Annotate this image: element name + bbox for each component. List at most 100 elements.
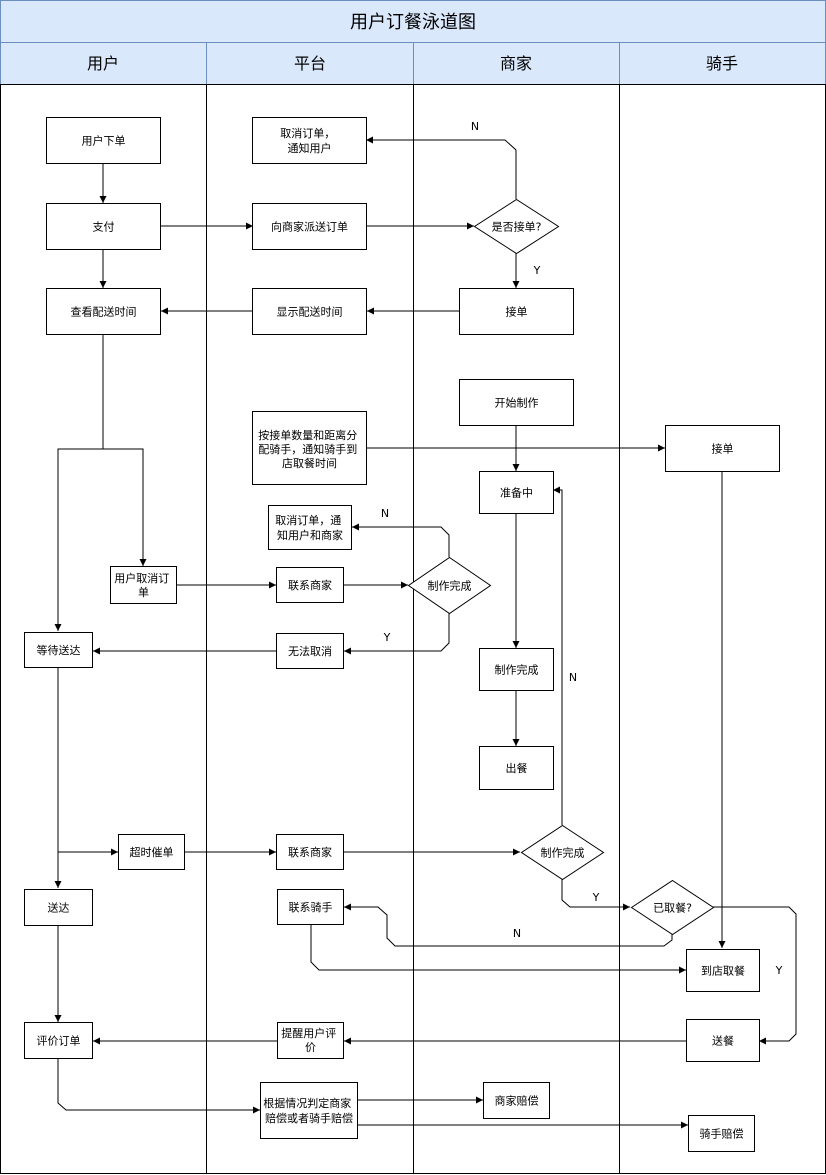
node-label: 知用户和商家 (277, 528, 343, 542)
node-label: 送达 (48, 901, 70, 915)
node-deliver-meal: 送餐 (686, 1019, 760, 1062)
node-label: 评价订单 (37, 1035, 81, 1048)
decision-picked-up: 已取餐? (630, 879, 715, 936)
node-label: 开始制作 (495, 396, 539, 410)
node-user-order: 用户下单 (46, 117, 161, 164)
decision-made-complete: 制作完成 (407, 556, 492, 615)
node-user-cancel: 用户取消订 单 (110, 566, 177, 604)
svg-text:查看配送时间: 查看配送时间 (71, 305, 137, 319)
svg-text:送餐: 送餐 (712, 1034, 734, 1048)
node-label: 到店取餐 (701, 964, 745, 978)
svg-text:向商家派送订单: 向商家派送订单 (271, 220, 348, 234)
node-rider-accept: 接单 (665, 425, 780, 472)
node-remind-review: 提醒用户评 价 (277, 1022, 344, 1059)
svg-text:联系商家: 联系商家 (288, 578, 332, 592)
svg-text:送达: 送达 (48, 901, 70, 915)
edge (713, 906, 797, 1045)
node-label: 显示配送时间 (277, 305, 343, 319)
node-label: 支付 (93, 221, 115, 234)
edge-label-yes: Y (592, 891, 600, 904)
svg-text:用户下单: 用户下单 (82, 134, 126, 148)
edge (553, 486, 563, 825)
node-urge-order: 超时催单 (118, 834, 185, 870)
node-contact-merchant: 联系商家 (276, 834, 344, 870)
edge-label-no: N (513, 927, 521, 940)
node-label: 准备中 (500, 486, 533, 500)
node-label: 用户下单 (82, 134, 126, 148)
svg-text:显示配送时间: 显示配送时间 (277, 305, 343, 319)
svg-text:接单: 接单 (506, 306, 528, 319)
svg-text:根据情况判定商家 赔偿或者骑手赔偿: 根据情况判定商家 赔偿或者骑手赔偿 (263, 1096, 355, 1125)
node-label: 提醒用户评 (281, 1026, 336, 1040)
edge-label-yes: Y (533, 264, 541, 277)
edge (366, 136, 517, 199)
lane-label-merchant: 商家 (500, 54, 532, 73)
edge (57, 1059, 260, 1114)
svg-text:提醒用户评 价: 提醒用户评 价 (281, 1026, 340, 1054)
node-label: 按接单数量和距离分 (258, 428, 357, 442)
node-label: 联系骑手 (289, 900, 333, 914)
node-label: 联系商家 (288, 845, 332, 859)
node-go-to-store: 到店取餐 (686, 949, 760, 992)
svg-text:开始制作: 开始制作 (495, 396, 539, 410)
svg-text:等待送达: 等待送达 (37, 643, 81, 657)
node-label: 向商家派送订单 (271, 220, 348, 234)
node-label: 接单 (506, 306, 528, 319)
node-contact-merchant: 联系商家 (276, 567, 344, 603)
node-cancel-notify-user: 取消订单， 通知用户 (252, 117, 367, 164)
diagram-title: 用户订餐泳道图 (350, 12, 476, 33)
svg-text:已取餐?: 已取餐? (653, 901, 692, 915)
edge (310, 925, 686, 974)
svg-text:联系骑手: 联系骑手 (289, 900, 333, 914)
svg-text:无法取消: 无法取消 (288, 644, 332, 658)
svg-text:商家赔偿: 商家赔偿 (495, 1094, 539, 1108)
edge (54, 334, 104, 631)
node-label: 赔偿或者骑手赔偿 (265, 1111, 353, 1125)
lane-label-user: 用户 (87, 54, 119, 73)
node-review-order: 评价订单 (24, 1022, 93, 1059)
svg-text:制作完成: 制作完成 (495, 663, 539, 677)
node-label: 出餐 (506, 761, 528, 775)
edge (561, 879, 630, 911)
node-label: 超时催单 (130, 845, 174, 859)
edge (344, 903, 673, 947)
svg-text:准备中: 准备中 (500, 486, 533, 500)
node-label: 商家赔偿 (495, 1094, 539, 1108)
node-show-delivery-time: 显示配送时间 (252, 288, 367, 335)
node-label: 等待送达 (37, 643, 81, 657)
node-label: 送餐 (712, 1034, 734, 1048)
node-cannot-cancel: 无法取消 (276, 633, 344, 669)
lane-header-platform (206, 42, 414, 85)
lane-header-merchant (413, 42, 620, 85)
node-label: 制作完成 (495, 663, 539, 677)
node-label: 无法取消 (288, 644, 332, 658)
node-label: 单 (138, 586, 149, 599)
node-cancel-notify-both: 取消订单，通 知用户和商家 (268, 505, 352, 550)
edge-label-yes: Y (775, 964, 783, 977)
edge (352, 523, 450, 557)
lane-header-user (0, 42, 207, 85)
node-label: 联系商家 (288, 578, 332, 592)
svg-text:评价订单: 评价订单 (37, 1035, 81, 1048)
svg-text:到店取餐: 到店取餐 (701, 964, 745, 978)
edges (54, 136, 797, 1129)
svg-text:制作完成: 制作完成 (428, 579, 472, 593)
node-wait-delivery: 等待送达 (24, 632, 93, 668)
edge-label-no: N (381, 507, 389, 520)
edge (103, 448, 147, 566)
svg-text:骑手赔偿: 骑手赔偿 (700, 1127, 744, 1141)
svg-text:支付: 支付 (93, 221, 115, 234)
edge (344, 613, 450, 655)
node-contact-rider: 联系骑手 (277, 889, 344, 925)
decision-accept-order: 是否接单? (473, 198, 560, 255)
edge-label-no: N (569, 671, 577, 684)
decision-made-complete: 制作完成 (520, 824, 605, 881)
node-label: 根据情况判定商家 (263, 1096, 351, 1110)
node-label: 接单 (712, 443, 734, 456)
node-label: 通知用户 (288, 141, 332, 155)
node-label: 制作完成 (541, 846, 585, 860)
lane-label-rider: 骑手 (706, 54, 738, 73)
node-label: 骑手赔偿 (700, 1127, 744, 1141)
node-dispatch-to-merchant: 向商家派送订单 (252, 203, 367, 250)
